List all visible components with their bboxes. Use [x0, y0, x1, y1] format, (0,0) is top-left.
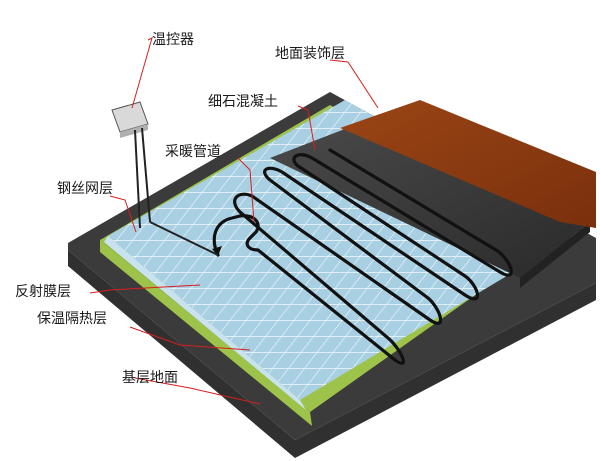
leader-fine-concrete	[297, 105, 316, 151]
heating-pipe	[212, 148, 513, 365]
leader-base-floor	[134, 377, 261, 405]
leader-insulation	[129, 326, 251, 351]
leader-wire-mesh	[109, 195, 137, 233]
label-fine-concrete: 细石混凝土	[208, 94, 278, 110]
fine-concrete-edge	[520, 222, 590, 288]
leader-heating-pipe	[237, 157, 255, 223]
pipe-direction-arrow	[212, 246, 222, 256]
label-thermostat: 温控器	[152, 32, 194, 48]
label-wire-mesh: 钢丝网层	[57, 181, 113, 197]
floor-finish-layer	[340, 100, 596, 228]
label-base-floor: 基层地面	[122, 369, 178, 386]
leader-lines	[89, 37, 379, 405]
label-floor-finish: 地面装饰层	[275, 46, 345, 62]
leader-thermostat	[131, 37, 153, 109]
leader-reflective-film	[89, 284, 201, 294]
insulation-layer	[100, 240, 312, 426]
wire-mesh-edge	[104, 236, 306, 410]
thermostat-device	[111, 101, 219, 256]
label-reflective-film: 反射膜层	[15, 284, 71, 300]
leader-floor-finish	[329, 59, 379, 109]
base-floor-layer	[68, 250, 596, 458]
label-insulation: 保温隔热层	[37, 311, 107, 327]
label-heating-pipe: 采暖管道	[165, 144, 221, 160]
